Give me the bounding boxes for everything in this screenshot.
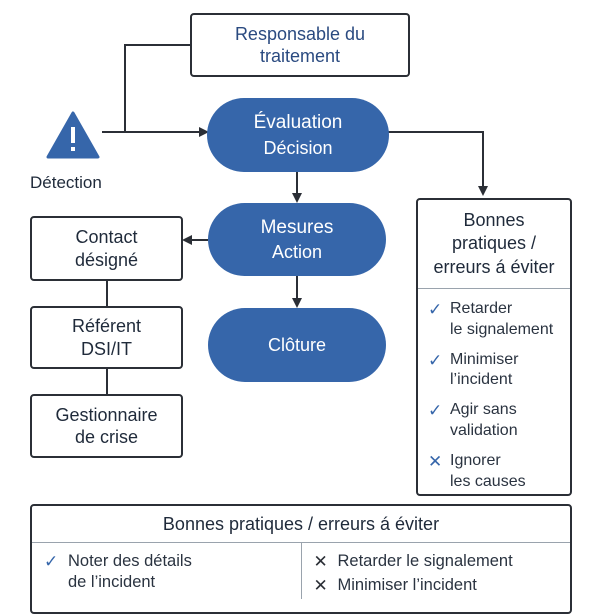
check-icon: ✓ [428, 401, 443, 421]
connector-layer [102, 44, 488, 394]
list-item: ✓ Noter des détails de l’incident [44, 551, 301, 594]
item-line2: validation [450, 421, 518, 439]
responsable-line2: traitement [259, 46, 341, 66]
item-line1: Minimiser [450, 350, 519, 368]
referent-line2: DSI/IT [80, 338, 132, 359]
warning-icon [46, 111, 100, 159]
referent-line1: Référent [71, 316, 142, 336]
cross-icon: ✕ [428, 451, 443, 471]
list-item: ✕ Ignorer les causes [428, 451, 570, 493]
item-line1: Ignorer [450, 451, 501, 469]
connector-evaluation-to-side-panel [386, 131, 488, 196]
list-item: ✓ Retarder le signalement [428, 299, 570, 341]
detection-label: Détection [30, 173, 102, 192]
mesures-line2: Action [271, 242, 323, 263]
best-practices-panel: Bonnes pratiques / erreurs á éviter ✓ Re… [416, 198, 572, 496]
contact-line1: Contact [75, 227, 138, 247]
item-line2: les causes [450, 472, 526, 490]
item-line2: de l’incident [68, 573, 156, 592]
panel-title-line1: Bonnes [463, 209, 525, 230]
evaluation-line1: Évaluation [253, 112, 343, 134]
item-text: Minimiser l’incident [337, 576, 477, 595]
item-line1: Noter des détails [68, 552, 192, 570]
gestionnaire-line2: de crise [74, 427, 139, 447]
gestionnaire-node: Gestionnaire de crise [30, 394, 183, 458]
contact-line2: désigné [74, 249, 139, 270]
list-item: ✓ Minimiser l’incident [428, 350, 570, 392]
mesures-line1: Mesures [260, 216, 334, 238]
connector-responsable-to-evaluation [124, 44, 190, 132]
item-line1: Agir sans [450, 401, 517, 419]
bottom-panel-title: Bonnes pratiques / erreurs á éviter [32, 506, 570, 543]
cloture-node: Clôture [208, 308, 386, 382]
contact-node: Contact désigné [30, 216, 183, 281]
best-practices-panel-title: Bonnes pratiques / erreurs á éviter [418, 200, 570, 289]
gestionnaire-line1: Gestionnaire [55, 404, 158, 425]
cloture-label: Clôture [267, 334, 327, 355]
panel-title-line3: erreurs á éviter [433, 256, 555, 277]
item-text: Retarder le signalement [337, 552, 513, 570]
referent-node: Référent DSI/IT [30, 306, 183, 369]
panel-title-line2: pratiques / [451, 233, 537, 254]
bottom-practices-panel: Bonnes pratiques / erreurs á éviter ✓ No… [30, 504, 572, 614]
check-icon: ✓ [44, 552, 59, 571]
best-practices-list: ✓ Retarder le signalement ✓ Minimiser l’… [418, 289, 570, 492]
item-line2: l’incident [450, 371, 513, 389]
check-icon: ✓ [428, 350, 443, 370]
evaluation-line2: Décision [263, 137, 333, 158]
item-line2: le signalement [450, 320, 554, 338]
cross-icon: ✕ [313, 576, 328, 596]
list-item: ✓ Agir sans validation [428, 400, 570, 442]
list-item: ✕ Minimiser l’incident [314, 575, 571, 597]
check-icon: ✓ [428, 300, 443, 319]
errors-column: ✕ Retarder le signalement ✕ Minimiser l’… [300, 543, 571, 600]
mesures-node: Mesures Action [208, 203, 386, 276]
list-item: ✕ Retarder le signalement [314, 551, 571, 573]
responsable-line1: Responsable du [234, 23, 366, 44]
item-line1: Retarder [450, 300, 513, 317]
good-practices-column: ✓ Noter des détails de l’incident [32, 543, 301, 599]
cross-icon: ✕ [313, 552, 328, 571]
evaluation-node: Évaluation Décision [207, 98, 389, 172]
responsable-node: Responsable du traitement [190, 13, 410, 77]
